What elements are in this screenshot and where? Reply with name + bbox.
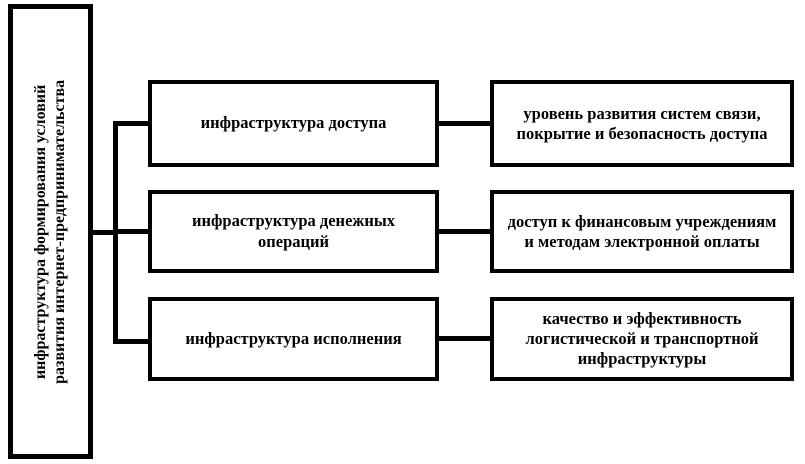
right-node-2[interactable]: доступ к финансовым учреждениям и метода…: [490, 190, 794, 273]
right-node-3[interactable]: качество и эффективность логистической и…: [490, 297, 794, 381]
right-node-1-label: уровень развития систем связи, покрытие …: [516, 103, 768, 143]
right-node-2-label: доступ к финансовым учреждениям и метода…: [507, 211, 777, 251]
connector-root-to-bus: [92, 230, 118, 235]
root-node-label-line-1: инфраструктура формирования условий: [31, 84, 49, 379]
connector-middle-2-to-right-2: [436, 229, 492, 234]
middle-node-2[interactable]: инфраструктура денежных операций: [148, 190, 439, 273]
middle-node-3[interactable]: инфраструктура исполнения: [148, 297, 439, 381]
root-node-label: инфраструктура формирования условий разв…: [32, 80, 70, 384]
connector-middle-3-to-right-3: [436, 336, 492, 341]
root-node-infrastructure-conditions[interactable]: инфраструктура формирования условий разв…: [8, 4, 93, 459]
connector-bus-to-middle-2: [113, 229, 150, 234]
connector-bus-to-middle-3: [113, 339, 150, 344]
right-node-1[interactable]: уровень развития систем связи, покрытие …: [490, 80, 794, 167]
connector-bus-to-middle-1: [113, 121, 150, 126]
middle-node-1[interactable]: инфраструктура доступа: [148, 80, 439, 167]
connector-middle-1-to-right-1: [436, 121, 492, 126]
middle-node-2-label: инфраструктура денежных операций: [192, 211, 395, 251]
middle-node-3-label: инфраструктура исполнения: [185, 328, 402, 348]
root-node-label-line-2: развития интернет-предпринимательства: [50, 79, 68, 384]
middle-node-1-label: инфраструктура доступа: [200, 113, 387, 133]
right-node-3-label: качество и эффективность логистической и…: [525, 309, 759, 368]
